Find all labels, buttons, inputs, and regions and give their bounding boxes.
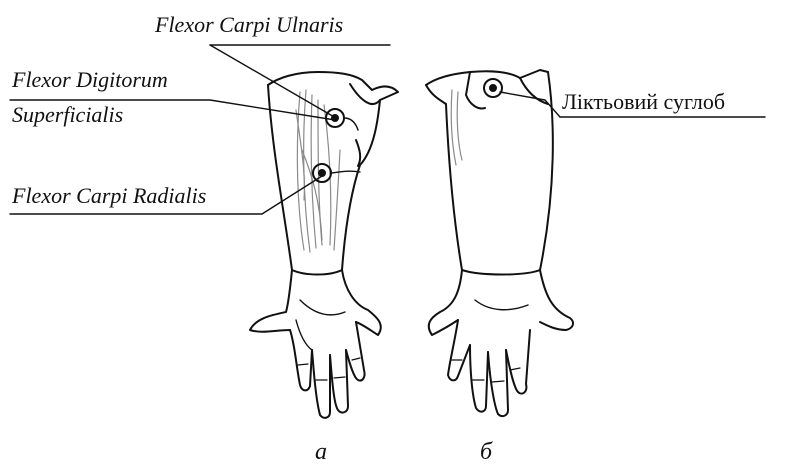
label-flexor-digitorum-line2: Superficialis xyxy=(12,104,123,126)
electrode-icon xyxy=(484,79,502,97)
caption-a: а xyxy=(315,440,327,464)
right-forearm-outline xyxy=(426,70,548,85)
shading xyxy=(451,90,462,165)
left-arm-drawing xyxy=(250,72,398,418)
label-elbow-joint: Ліктьовий суглоб xyxy=(562,91,725,113)
label-flexor-carpi-radialis: Flexor Carpi Radialis xyxy=(12,185,206,207)
label-flexor-digitorum-line1: Flexor Digitorum xyxy=(12,69,168,91)
label-flexor-carpi-ulnaris: Flexor Carpi Ulnaris xyxy=(155,14,343,36)
caption-b: б xyxy=(480,440,492,464)
right-arm-drawing xyxy=(426,70,573,416)
